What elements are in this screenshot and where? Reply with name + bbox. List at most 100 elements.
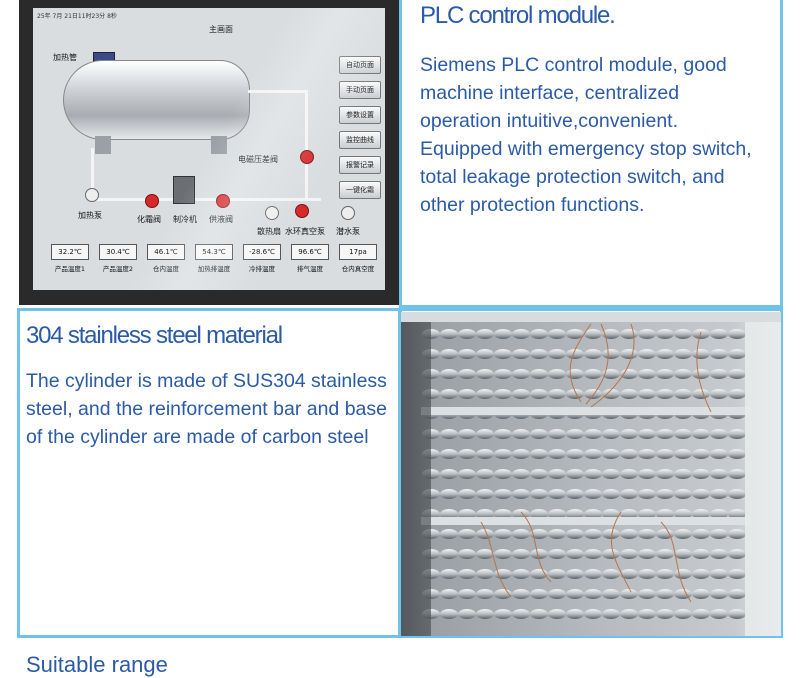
chiller-label: 制冷机: [173, 215, 197, 224]
chiller-icon[interactable]: [173, 176, 195, 204]
coil-loop: [512, 569, 530, 579]
monitor-curve-button[interactable]: 监控曲线: [339, 131, 381, 149]
coil-loop: [584, 509, 602, 519]
support-bar: [421, 517, 751, 525]
coil-loop: [476, 589, 494, 599]
coil-loop: [692, 329, 710, 339]
coil-loop: [530, 609, 548, 619]
pipe-top: [248, 90, 306, 93]
coil-loop: [728, 449, 746, 459]
vacuum-pump-label: 水环真空泵: [285, 227, 325, 236]
cooling-fan-icon[interactable]: [265, 206, 279, 220]
heating-pump-icon[interactable]: [85, 188, 99, 202]
coil-loop: [692, 489, 710, 499]
coil-loop: [728, 529, 746, 539]
auto-page-button[interactable]: 自动页面: [339, 56, 381, 74]
sensor-wire: [611, 511, 632, 593]
coil-loop: [566, 369, 584, 379]
coil-loop: [656, 489, 674, 499]
coil-loop: [440, 549, 458, 559]
coil-loop: [512, 609, 530, 619]
coil-loop: [458, 529, 476, 539]
coil-loop: [476, 529, 494, 539]
coil-loop: [674, 489, 692, 499]
coil-loop: [710, 349, 728, 359]
coil-loop: [656, 449, 674, 459]
coil-loop: [728, 369, 746, 379]
sensor-wire: [480, 521, 512, 598]
coil-loop: [674, 369, 692, 379]
coil-loop: [476, 569, 494, 579]
coil-loop: [602, 389, 620, 399]
coil-loop: [710, 369, 728, 379]
manual-page-button[interactable]: 手动页面: [339, 81, 381, 99]
coil-loop: [530, 529, 548, 539]
coil-loop: [728, 569, 746, 579]
submersible-pump-icon[interactable]: [341, 206, 355, 220]
coil-loop: [440, 469, 458, 479]
coil-loop: [692, 389, 710, 399]
readout-label: 仓内真空度: [341, 265, 375, 273]
coil-loop: [620, 529, 638, 539]
coil-loop: [566, 569, 584, 579]
sensor-wire: [569, 323, 592, 403]
left-shadow: [401, 312, 431, 636]
coil-loop: [548, 329, 566, 339]
coil-loop: [440, 449, 458, 459]
tank-stand-right: [211, 136, 227, 154]
coil-loop: [440, 369, 458, 379]
steel-description: The cylinder is made of SUS304 stainless…: [26, 370, 387, 448]
liquid-valve-icon[interactable]: [216, 194, 230, 208]
coil-loop: [656, 369, 674, 379]
steel-heading: 304 stainless steel material: [26, 322, 283, 349]
coil-loop: [530, 589, 548, 599]
coil-loop: [584, 549, 602, 559]
coil-loop: [494, 389, 512, 399]
coil-loop: [602, 469, 620, 479]
coil-loop: [476, 429, 494, 439]
coil-loop: [458, 589, 476, 599]
readout-label: 冷排温度: [249, 265, 275, 273]
vacuum-pump-icon[interactable]: [295, 204, 309, 218]
readout-value: 32.2℃: [51, 244, 89, 260]
coil-loop: [620, 609, 638, 619]
submersible-pump-label: 潜水泵: [336, 227, 360, 236]
coil-loop: [458, 449, 476, 459]
coil-loop: [548, 429, 566, 439]
coil-loop: [566, 549, 584, 559]
solenoid-valve-icon[interactable]: [300, 150, 314, 164]
coil-loop: [656, 609, 674, 619]
heating-pump-label: 加热泵: [78, 211, 102, 220]
coil-loop: [494, 449, 512, 459]
plc-heading: PLC control module.: [420, 2, 616, 29]
readout-label: 产品温度2: [102, 265, 134, 273]
coil-loop: [602, 429, 620, 439]
coil-loop: [512, 469, 530, 479]
coil-loop: [620, 389, 638, 399]
coil-loop: [692, 609, 710, 619]
coil-loop: [530, 489, 548, 499]
hmi-screen-title: 主画面: [209, 25, 233, 34]
coil-loop: [710, 589, 728, 599]
pipe-bottom: [91, 198, 321, 201]
coil-loop: [710, 549, 728, 559]
coil-loop: [440, 529, 458, 539]
coil-loop: [728, 549, 746, 559]
coil-loop: [602, 369, 620, 379]
coil-loop: [728, 469, 746, 479]
one-key-defrost-button[interactable]: 一键化霜: [339, 181, 381, 199]
coil-graphic: [401, 312, 781, 636]
coil-loop: [638, 489, 656, 499]
coil-loop: [728, 509, 746, 519]
coil-loop: [584, 589, 602, 599]
coil-loop: [620, 509, 638, 519]
alarm-record-button[interactable]: 报警记录: [339, 156, 381, 174]
coil-loop: [602, 509, 620, 519]
coil-loop: [692, 349, 710, 359]
coil-loop: [440, 609, 458, 619]
parameter-settings-button[interactable]: 参数设置: [339, 106, 381, 124]
defrost-valve-icon[interactable]: [145, 194, 159, 208]
coil-loop: [602, 549, 620, 559]
coil-loop: [638, 609, 656, 619]
